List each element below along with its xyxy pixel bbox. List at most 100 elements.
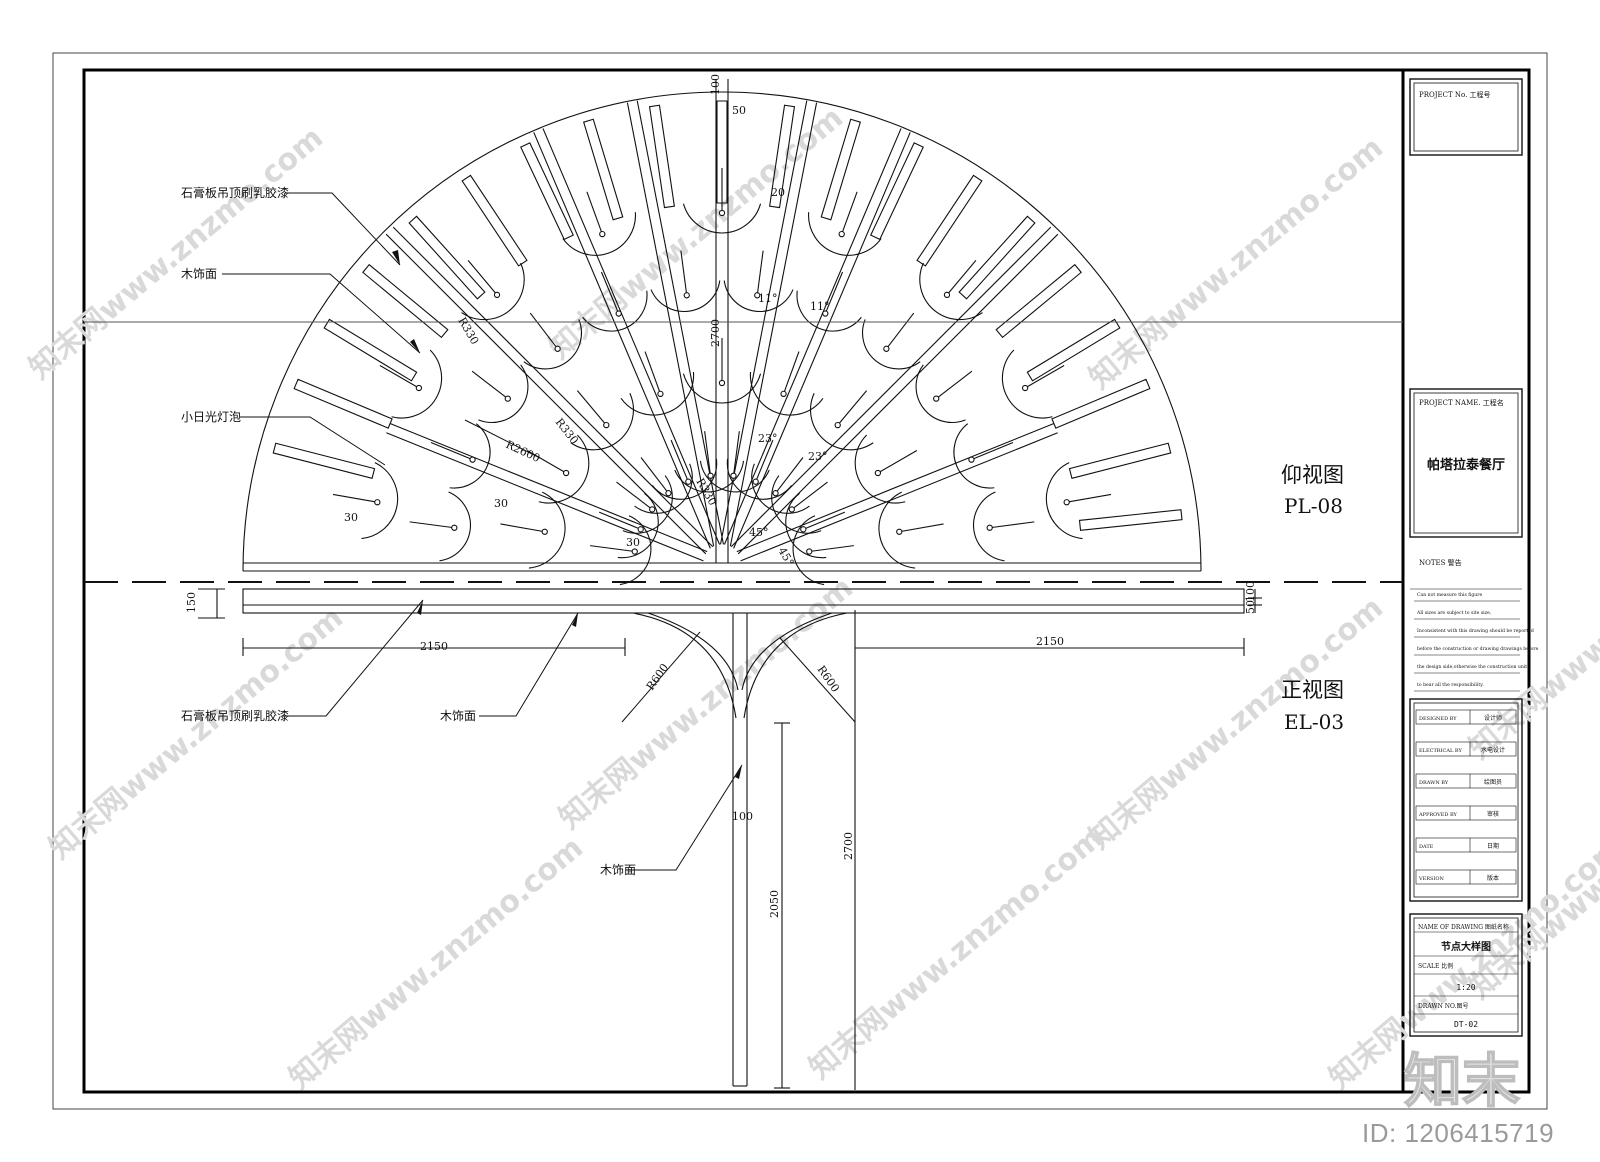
lamp-stem <box>755 439 774 482</box>
label-lamp: 小日光灯泡 <box>181 410 241 424</box>
lamp-stem <box>946 260 977 296</box>
radius-330-b: R330 <box>553 416 581 447</box>
fan-rib-edge <box>385 233 707 555</box>
note-line: the design side,otherwise the constructi… <box>1417 664 1527 670</box>
project-no-inner <box>1413 82 1519 152</box>
dim-2150-right: 2150 <box>1036 635 1064 648</box>
note-line: Inconsistent with this drawing should be… <box>1417 628 1534 634</box>
project-name: 帕塔拉泰餐厅 <box>1427 457 1505 473</box>
lamp-bulb <box>883 345 890 352</box>
lamp-bulb <box>1063 499 1070 506</box>
dim-2700-elev: 2700 <box>842 832 855 860</box>
fan-lobe-arc <box>771 475 822 534</box>
note-line: Can not measure this figure <box>1417 592 1482 598</box>
bracket-curve-left-outer <box>632 612 737 719</box>
project-name-inner <box>1413 392 1519 534</box>
fan-lobe-arc <box>361 462 399 540</box>
lamp-bulb <box>665 490 672 497</box>
role-en: DRAWN BY <box>1419 780 1449 786</box>
lamp-stem <box>791 481 828 510</box>
fan-slat <box>916 174 983 267</box>
fan-lobe-arc <box>478 364 529 423</box>
image-id-tag: ID: 1206415719 <box>1362 1118 1555 1148</box>
arrowheads <box>392 250 742 779</box>
lamp-bulb <box>986 524 993 531</box>
fan-lobe-arc <box>570 392 634 451</box>
fan-slat <box>870 142 924 241</box>
dim-100-post: 100 <box>732 810 753 823</box>
lamp-bulb <box>707 472 714 479</box>
fan-lobe-arc <box>461 262 525 321</box>
role-row-box <box>1415 869 1517 885</box>
drawing-no: DT-02 <box>1454 1020 1478 1029</box>
project-no-box <box>1409 78 1523 156</box>
angle-11-left: 11° <box>758 292 778 305</box>
lamp-bulb <box>493 291 501 299</box>
fan-lobe-arc <box>749 371 824 416</box>
fan-rib-edge <box>723 128 902 545</box>
fan-slat <box>1078 509 1183 531</box>
role-cn: 水电设计 <box>1481 746 1505 754</box>
fan-rib-edge <box>736 422 1055 553</box>
lamp-bulb <box>562 469 570 477</box>
leader-wood-post <box>626 764 743 871</box>
lamp-stem <box>704 431 712 476</box>
role-en: APPROVED BY <box>1418 812 1458 818</box>
lamp-bulb <box>1021 384 1029 392</box>
dim-100-top: 100 <box>709 74 722 95</box>
lamp-stem <box>680 250 688 296</box>
dim-100-right: 100 <box>1244 581 1257 602</box>
lamp-stem <box>670 439 689 482</box>
bracket-curve-right-inner <box>741 612 833 691</box>
elev-view-code: EL-03 <box>1284 710 1344 734</box>
fan-lobes <box>361 203 1083 586</box>
role-row-box <box>1415 709 1517 725</box>
role-cn: 设计师 <box>1484 714 1502 722</box>
lamp-stem <box>616 481 653 510</box>
lamp-bulb <box>838 230 845 238</box>
lamp-bulb <box>718 209 726 217</box>
lamp-bulb <box>772 490 779 497</box>
fan-lobe-arc <box>808 212 882 256</box>
fan-slat <box>323 318 418 382</box>
scale-value: 1:20 <box>1456 983 1475 992</box>
fan-rib-edge <box>392 226 714 548</box>
notes-lines <box>1414 600 1520 692</box>
drawing-inner <box>1413 917 1519 1033</box>
lamp-stem <box>430 441 473 461</box>
lamp-stem <box>379 365 420 389</box>
roles-box <box>1409 698 1523 902</box>
radius-2600: R2600 <box>504 438 542 465</box>
scale-label: SCALE 比例 <box>1418 962 1453 970</box>
radius-600-left: R600 <box>644 661 671 692</box>
watermark-text: 知末网www.znzmo.com <box>1083 130 1390 396</box>
fan-outer-arc <box>242 91 1202 572</box>
ceiling-board <box>242 588 1245 614</box>
project-name-box <box>1409 388 1523 538</box>
watermark-text: 知末网www.znzmo.com <box>43 600 350 866</box>
fan-lobe-arc <box>810 392 874 451</box>
lamp-stem <box>644 351 661 395</box>
lamp-bulb <box>554 345 561 352</box>
fan-slat <box>520 142 574 241</box>
lamp-stem <box>837 390 868 426</box>
dim-30-b: 30 <box>494 497 508 510</box>
lamp-stem <box>598 511 641 530</box>
fan-rib-edge <box>626 102 715 547</box>
lamp-bulb <box>800 526 807 533</box>
fan-lobe-arc <box>538 434 590 504</box>
fan-lobe-arc <box>562 212 636 256</box>
dim-50: 50 <box>732 104 746 117</box>
lamp-stem <box>877 450 918 474</box>
role-en: DATE <box>1419 844 1434 850</box>
plan-view-title: 仰视图 <box>1281 463 1344 487</box>
dim-2050: 2050 <box>768 890 781 918</box>
fan-lobe-arc <box>1045 462 1083 540</box>
role-en: ELECTRICAL BY <box>1419 748 1462 754</box>
label-ceiling-bottom: 石膏板吊顶刷乳胶漆 <box>181 708 289 723</box>
lamp-stem <box>971 441 1014 461</box>
fan-lobe-arc <box>723 280 794 312</box>
fan-rib-edge <box>386 432 704 562</box>
lamp-stem <box>640 457 669 494</box>
